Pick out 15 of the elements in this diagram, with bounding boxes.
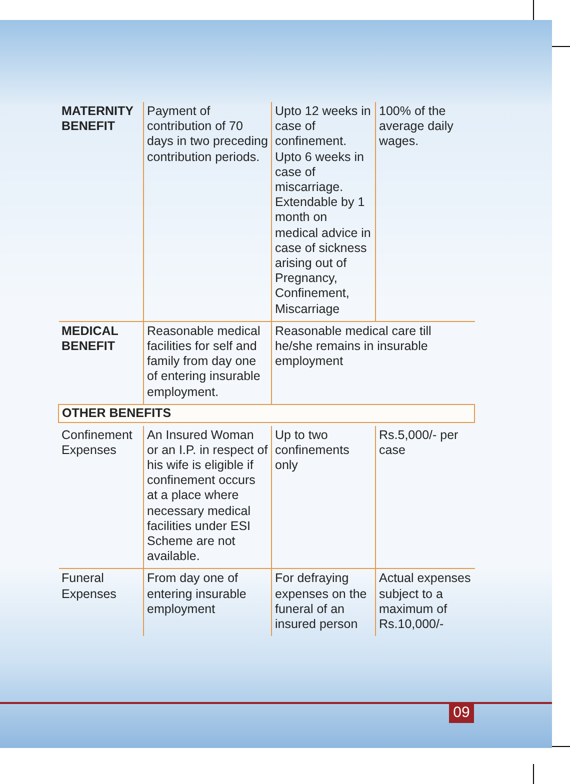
row-heading: Confinement Expenses [58,426,144,569]
table-text: Up to two confinements only [272,426,376,569]
table-text: For defraying expenses on the funeral of an insured person [272,568,376,636]
table-text: An Insured Woman or an I.P. in respect of his wife is eligible if confinement occurs at a place where necessary medical facilities under ESI Scheme are not available. [144,426,272,569]
table-text: Payment of contribution of 70 days in two preceding contribution periods. [144,102,272,322]
table-text: Upto 12 weeks in case of confinement. Upto 6 weeks in case of miscarriage. Extendable by 1 month on medical advice in case of sickness arising out of Pregnancy, Confinement, Miscarriage [272,102,376,322]
row-heading: MATERNITY BENEFIT [58,102,144,322]
row-heading: Funeral Expenses [58,568,144,636]
page-number: 09 [449,703,474,723]
table-text: 100% of the average daily wages. [376,102,474,322]
table-text: Rs.5,000/- per case [376,426,474,569]
table-text: From day one of entering insurable employment [144,568,272,636]
row-heading: MEDICAL BENEFIT [58,321,144,404]
table-text: Actual expenses subject to a maximum of Rs.10,000/- [376,568,474,636]
section-heading: OTHER BENEFITS [58,404,474,423]
